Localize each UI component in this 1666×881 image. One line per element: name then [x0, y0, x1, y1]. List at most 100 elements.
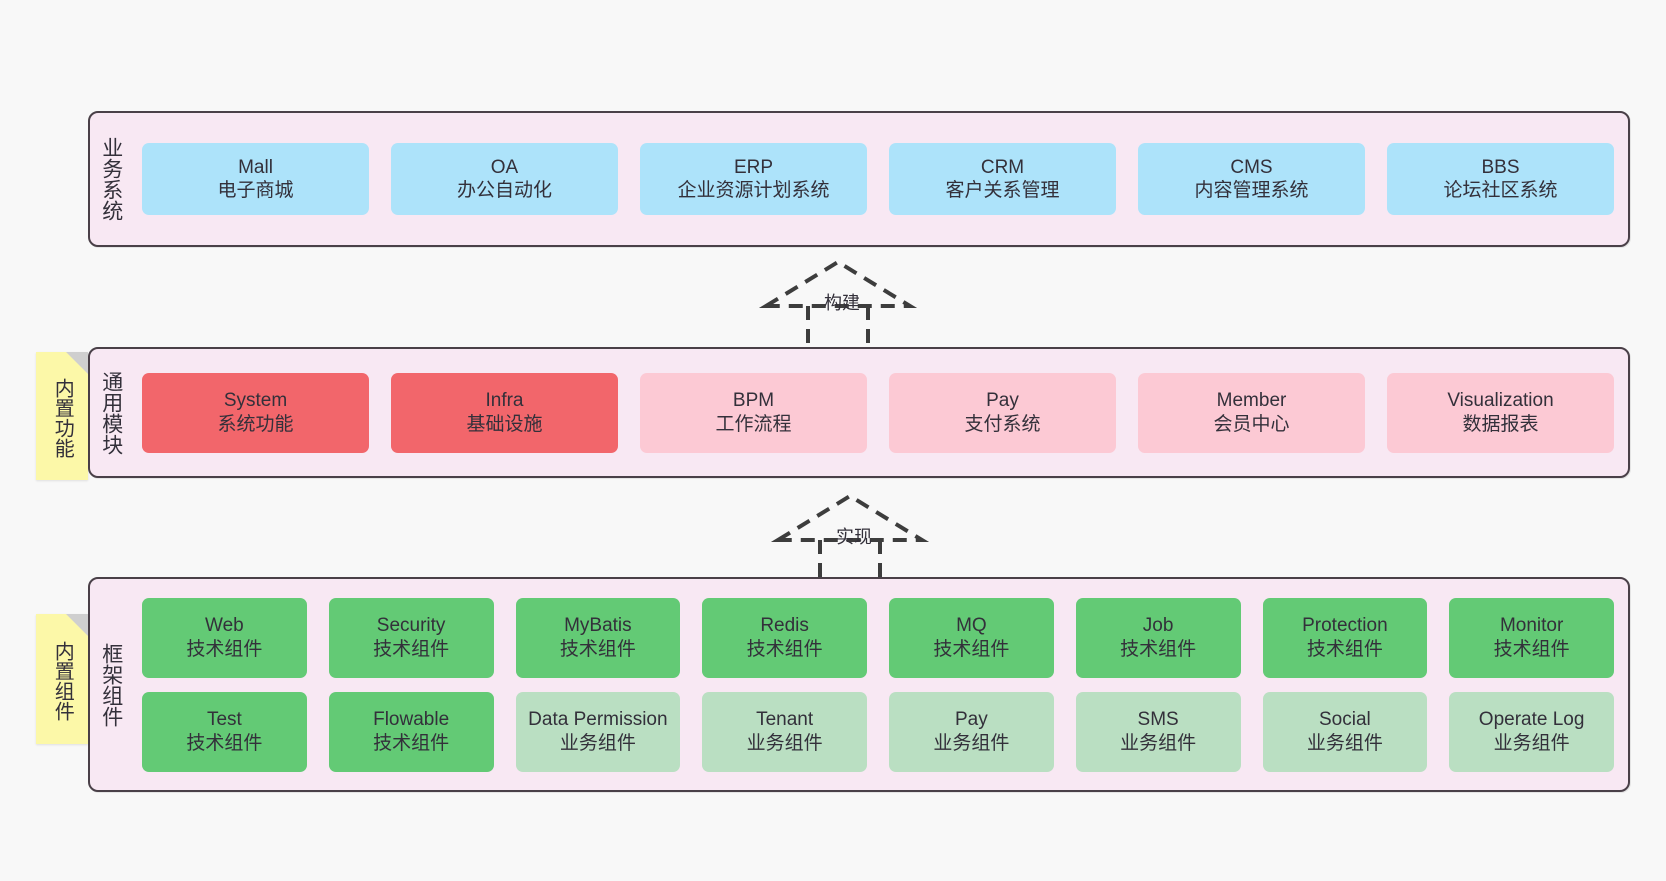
- layer-row: System 系统功能 Infra 基础设施 BPM 工作流程 Pay 支付系统…: [142, 372, 1614, 453]
- module-card-en: ERP: [733, 156, 774, 178]
- module-card-test[interactable]: Test 技术组件: [142, 691, 307, 772]
- module-card-cn: 业务组件: [1120, 732, 1197, 754]
- module-card-en: Job: [1142, 615, 1174, 637]
- note-builtin-function[interactable]: 内置功能: [36, 352, 88, 480]
- module-card-en: Data Permission: [528, 709, 668, 731]
- module-card-job[interactable]: Job 技术组件: [1075, 597, 1241, 678]
- module-card-protection[interactable]: Protection 技术组件: [1262, 597, 1428, 678]
- module-card-en: System: [223, 390, 288, 412]
- module-card-infra[interactable]: Infra 基础设施: [391, 372, 618, 453]
- layer-title-business-system: 业务系统: [99, 137, 123, 221]
- module-card-cn: 技术组件: [559, 638, 636, 660]
- module-card-en: Member: [1216, 390, 1287, 412]
- module-card-en: MyBatis: [564, 615, 632, 637]
- module-card-cn: 支付系统: [964, 413, 1041, 435]
- arrow-label-realize: 实现: [836, 527, 872, 547]
- module-card-en: Mall: [238, 156, 273, 178]
- module-card-oa[interactable]: OA 办公自动化: [391, 143, 618, 215]
- module-card-mq[interactable]: MQ 技术组件: [889, 597, 1054, 678]
- layer-body-framework-component: Web 技术组件 Security 技术组件 MyBatis 技术组件 Redi…: [132, 579, 1628, 790]
- module-card-en: Tenant: [756, 709, 814, 731]
- module-card-mybatis[interactable]: MyBatis 技术组件: [515, 597, 681, 678]
- module-card-data-permission[interactable]: Data Permission 业务组件: [515, 691, 681, 772]
- module-card-pay-business[interactable]: Pay 业务组件: [889, 691, 1054, 772]
- module-card-cn: 基础设施: [466, 413, 543, 435]
- module-card-cn: 技术组件: [1120, 638, 1197, 660]
- module-card-cn: 技术组件: [933, 638, 1010, 660]
- module-card-cn: 内容管理系统: [1194, 180, 1309, 201]
- module-card-en: BPM: [732, 390, 775, 412]
- module-card-en: Pay: [986, 390, 1019, 412]
- note-text: 内置功能: [51, 378, 74, 458]
- module-card-en: Visualization: [1447, 390, 1554, 412]
- module-card-cn: 数据报表: [1462, 413, 1539, 435]
- module-card-en: Infra: [485, 390, 524, 412]
- layer-row: Test 技术组件 Flowable 技术组件 Data Permission …: [142, 691, 1614, 772]
- module-card-visualization[interactable]: Visualization 数据报表: [1387, 372, 1614, 453]
- note-builtin-component[interactable]: 内置组件: [36, 614, 88, 744]
- arrow-build: 构建: [758, 258, 918, 354]
- module-card-en: SMS: [1137, 709, 1179, 731]
- module-card-en: Social: [1319, 709, 1371, 731]
- layer-common-module: 通用模块 System 系统功能 Infra 基础设施 BPM 工作流程 Pay…: [88, 347, 1630, 478]
- note-text: 内置组件: [51, 641, 74, 721]
- module-card-en: MQ: [956, 615, 987, 637]
- module-card-cn: 技术组件: [186, 638, 263, 660]
- arrow-label-build: 构建: [824, 293, 860, 313]
- module-card-system[interactable]: System 系统功能: [142, 372, 369, 453]
- module-card-member[interactable]: Member 会员中心: [1138, 372, 1365, 453]
- module-card-flowable[interactable]: Flowable 技术组件: [328, 691, 494, 772]
- module-card-en: Protection: [1302, 615, 1388, 637]
- layer-body-business-system: Mall 电子商城 OA 办公自动化 ERP 企业资源计划系统 CRM 客户关系…: [132, 113, 1628, 245]
- module-card-en: Redis: [760, 615, 809, 637]
- module-card-en: Monitor: [1499, 615, 1564, 637]
- module-card-cn: 电子商城: [217, 180, 294, 201]
- note-fold-icon: [66, 352, 88, 374]
- layer-framework-component: 框架组件 Web 技术组件 Security 技术组件 MyBatis 技术组件…: [88, 577, 1630, 792]
- module-card-en: Operate Log: [1478, 709, 1585, 731]
- module-card-en: BBS: [1481, 156, 1520, 178]
- layer-title-common-module: 通用模块: [99, 370, 123, 455]
- arrow-realize: 实现: [770, 492, 930, 588]
- module-card-erp[interactable]: ERP 企业资源计划系统: [640, 143, 867, 215]
- module-card-en: Pay: [955, 709, 988, 731]
- module-card-cn: 企业资源计划系统: [677, 180, 830, 201]
- module-card-cn: 业务组件: [1493, 732, 1570, 754]
- module-card-cn: 办公自动化: [456, 180, 552, 201]
- module-card-cms[interactable]: CMS 内容管理系统: [1138, 143, 1365, 215]
- module-card-redis[interactable]: Redis 技术组件: [702, 597, 867, 678]
- module-card-cn: 技术组件: [186, 732, 263, 754]
- module-card-pay[interactable]: Pay 支付系统: [889, 372, 1116, 453]
- module-card-cn: 技术组件: [373, 638, 450, 660]
- module-card-mall[interactable]: Mall 电子商城: [142, 143, 369, 215]
- module-card-cn: 会员中心: [1213, 413, 1290, 435]
- module-card-tenant[interactable]: Tenant 业务组件: [702, 691, 867, 772]
- module-card-monitor[interactable]: Monitor 技术组件: [1449, 597, 1614, 678]
- layer-row: Web 技术组件 Security 技术组件 MyBatis 技术组件 Redi…: [142, 597, 1614, 678]
- module-card-cn: 系统功能: [217, 413, 294, 435]
- module-card-cn: 论坛社区系统: [1443, 180, 1558, 201]
- module-card-bbs[interactable]: BBS 论坛社区系统: [1387, 143, 1614, 215]
- module-card-cn: 技术组件: [373, 732, 450, 754]
- layer-body-common-module: System 系统功能 Infra 基础设施 BPM 工作流程 Pay 支付系统…: [132, 349, 1628, 476]
- module-card-security[interactable]: Security 技术组件: [328, 597, 494, 678]
- note-fold-icon: [66, 614, 88, 636]
- module-card-cn: 客户关系管理: [945, 180, 1060, 201]
- module-card-social[interactable]: Social 业务组件: [1262, 691, 1428, 772]
- module-card-cn: 业务组件: [559, 732, 636, 754]
- module-card-cn: 工作流程: [715, 413, 792, 435]
- module-card-cn: 技术组件: [1493, 638, 1570, 660]
- module-card-cn: 技术组件: [1306, 638, 1383, 660]
- module-card-en: Flowable: [373, 709, 450, 731]
- layer-business-system: 业务系统 Mall 电子商城 OA 办公自动化 ERP 企业资源计划系统 CRM…: [88, 111, 1630, 247]
- module-card-operate-log[interactable]: Operate Log 业务组件: [1449, 691, 1614, 772]
- module-card-bpm[interactable]: BPM 工作流程: [640, 372, 867, 453]
- module-card-cn: 业务组件: [746, 732, 823, 754]
- layer-row: Mall 电子商城 OA 办公自动化 ERP 企业资源计划系统 CRM 客户关系…: [142, 143, 1614, 215]
- module-card-en: CRM: [980, 156, 1025, 178]
- module-card-sms[interactable]: SMS 业务组件: [1075, 691, 1241, 772]
- module-card-web[interactable]: Web 技术组件: [142, 597, 307, 678]
- module-card-crm[interactable]: CRM 客户关系管理: [889, 143, 1116, 215]
- module-card-cn: 业务组件: [1306, 732, 1383, 754]
